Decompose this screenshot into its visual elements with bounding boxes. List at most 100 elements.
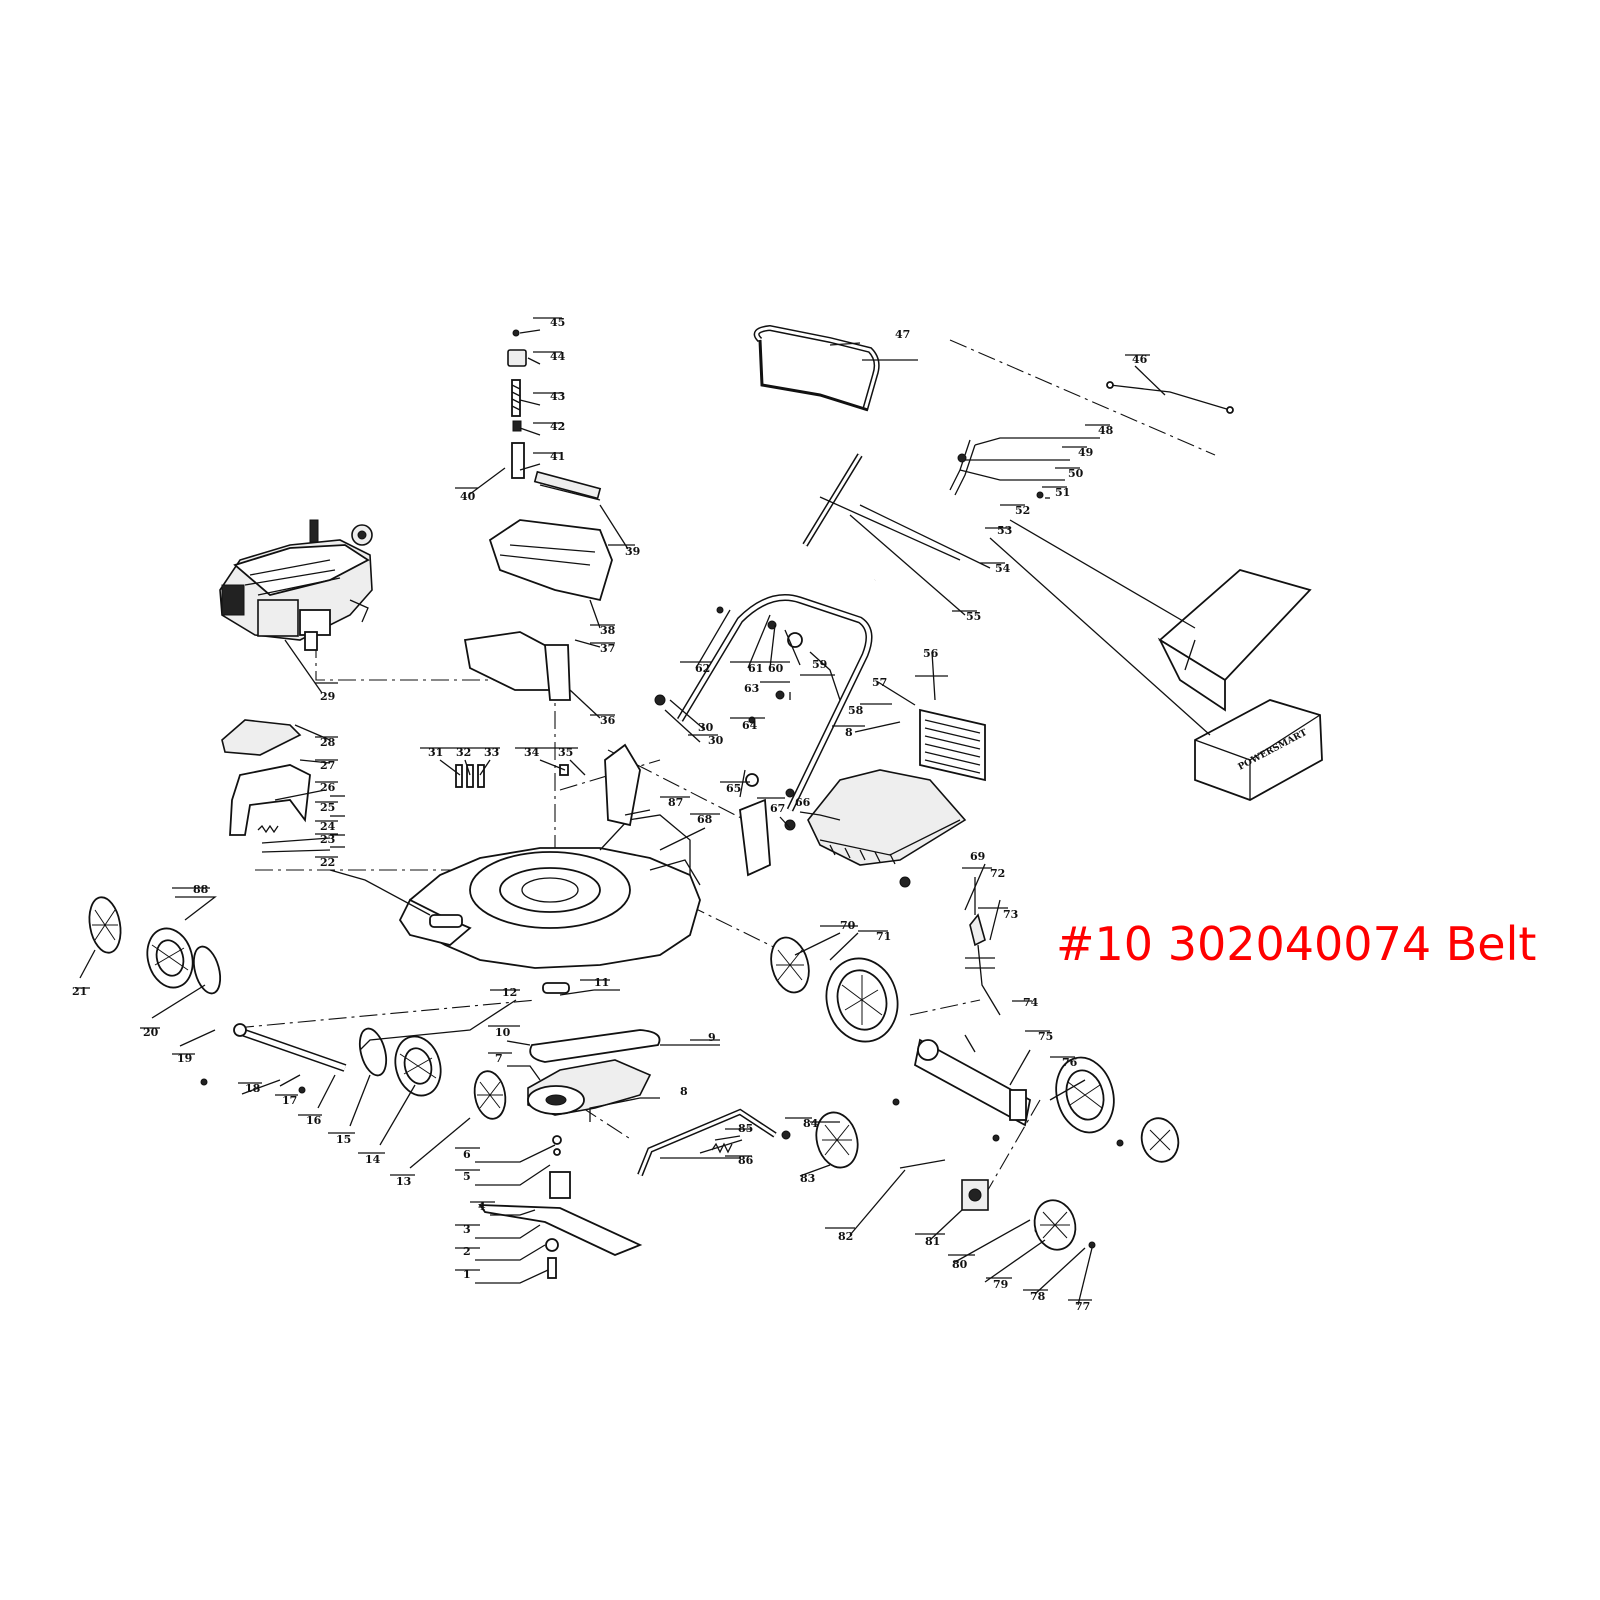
part-label: 65 <box>726 782 741 795</box>
part-label: 6 <box>463 1148 471 1161</box>
belt-cover <box>527 982 652 1116</box>
engine <box>219 519 373 651</box>
part-label: 51 <box>1055 486 1070 499</box>
part-label: 55 <box>966 610 981 623</box>
part-label: 88 <box>193 883 209 896</box>
wheel-rear-right <box>394 1035 442 1097</box>
part-label: 29 <box>320 690 335 703</box>
part-label: 31 <box>428 746 443 759</box>
wheel-front-left <box>825 957 899 1043</box>
part-label: 48 <box>1098 424 1114 437</box>
part-label: 5 <box>463 1170 471 1183</box>
blade-assembly <box>478 1135 643 1279</box>
part-label: 1 <box>463 1268 471 1281</box>
part-label: 32 <box>456 746 471 759</box>
part-label: 8 <box>845 726 853 739</box>
part-label: 15 <box>336 1133 351 1146</box>
wheel-cap-21 <box>88 896 122 954</box>
part-label: 13 <box>396 1175 411 1188</box>
height-adjust-rod <box>507 329 527 479</box>
part-label: 18 <box>245 1082 261 1095</box>
part-label: 69 <box>970 850 985 863</box>
part-label: 71 <box>876 930 891 943</box>
part-label: 28 <box>320 736 336 749</box>
part-label: 40 <box>460 490 476 503</box>
springs-pins <box>257 789 331 853</box>
part-label: 78 <box>1030 1290 1046 1303</box>
wheel-rear-left-outer <box>146 927 194 989</box>
wheel-cap-right <box>1140 1117 1180 1163</box>
part-label: 63 <box>744 682 759 695</box>
drive-cable <box>965 913 1001 1016</box>
part-label: 77 <box>1075 1300 1090 1313</box>
part-label: 47 <box>895 328 910 341</box>
part-label: 76 <box>1062 1056 1078 1069</box>
part-label: 54 <box>995 562 1011 575</box>
part-label: 58 <box>848 704 864 717</box>
part-labels: 1 2 3 4 5 6 7 8 9 10 11 12 13 14 15 16 1… <box>72 316 1148 1313</box>
part-label: 4 <box>478 1200 486 1213</box>
part-label: 14 <box>365 1153 381 1166</box>
part-label: 87 <box>668 796 683 809</box>
mulching-plug <box>807 769 967 866</box>
part-label: 79 <box>993 1278 1008 1291</box>
part-label: 25 <box>320 801 335 814</box>
part-label: 80 <box>952 1258 968 1271</box>
part-label: 11 <box>594 976 609 989</box>
gearbox <box>899 1159 989 1211</box>
part-label: 67 <box>770 802 785 815</box>
drive-lever <box>637 1108 777 1177</box>
part-label: 21 <box>72 985 87 998</box>
part-label: 30 <box>708 734 724 747</box>
part-label: 45 <box>550 316 565 329</box>
hubcap-78 <box>1033 1199 1077 1251</box>
part-label: 82 <box>838 1230 853 1243</box>
part-label: 27 <box>320 759 335 772</box>
label-underlines <box>75 317 1150 1301</box>
part-label: 56 <box>923 647 939 660</box>
height-lever <box>604 743 911 888</box>
upper-handle <box>802 370 1024 601</box>
part-label: 60 <box>768 662 784 675</box>
rear-flap <box>919 708 986 782</box>
part-label: 61 <box>748 662 763 675</box>
part-label: 75 <box>1038 1030 1053 1043</box>
part-label: 52 <box>1015 504 1030 517</box>
part-label: 3 <box>463 1223 471 1236</box>
part-label: 8 <box>680 1085 688 1098</box>
part-label: 43 <box>550 390 565 403</box>
part-label: 26 <box>320 781 336 794</box>
part-label: 62 <box>695 662 710 675</box>
part-label: 74 <box>1023 996 1039 1009</box>
drive-belt <box>529 1029 661 1063</box>
wheel-front-right <box>1055 1056 1115 1134</box>
part-label: 73 <box>1003 908 1018 921</box>
part-label: 7 <box>495 1052 503 1065</box>
part-label: 42 <box>550 420 565 433</box>
lower-handle <box>676 594 873 812</box>
gear-ring-15 <box>358 1027 388 1077</box>
part-label: 39 <box>625 545 640 558</box>
wheel-cap-13 <box>473 1070 507 1120</box>
part-label: 50 <box>1068 467 1084 480</box>
mower-deck <box>398 814 701 969</box>
part-label: 35 <box>558 746 573 759</box>
part-label: 16 <box>306 1114 322 1127</box>
part-label: 38 <box>600 624 616 637</box>
part-label: 81 <box>925 1235 940 1248</box>
part-label: 86 <box>738 1154 754 1167</box>
part-label: 41 <box>550 450 565 463</box>
part-label: 46 <box>1132 353 1148 366</box>
discharge-door <box>221 719 311 836</box>
part-label: 10 <box>495 1026 511 1039</box>
part-label: 23 <box>320 833 335 846</box>
part-caption: #10 302040074 Belt <box>1056 917 1537 971</box>
part-label: 83 <box>800 1172 815 1185</box>
part-label: 17 <box>282 1094 297 1107</box>
part-label: 68 <box>697 813 713 826</box>
part-label: 24 <box>320 820 336 833</box>
rear-axle <box>233 1023 347 1072</box>
part-label: 36 <box>600 714 616 727</box>
front-axle <box>913 1038 1032 1127</box>
